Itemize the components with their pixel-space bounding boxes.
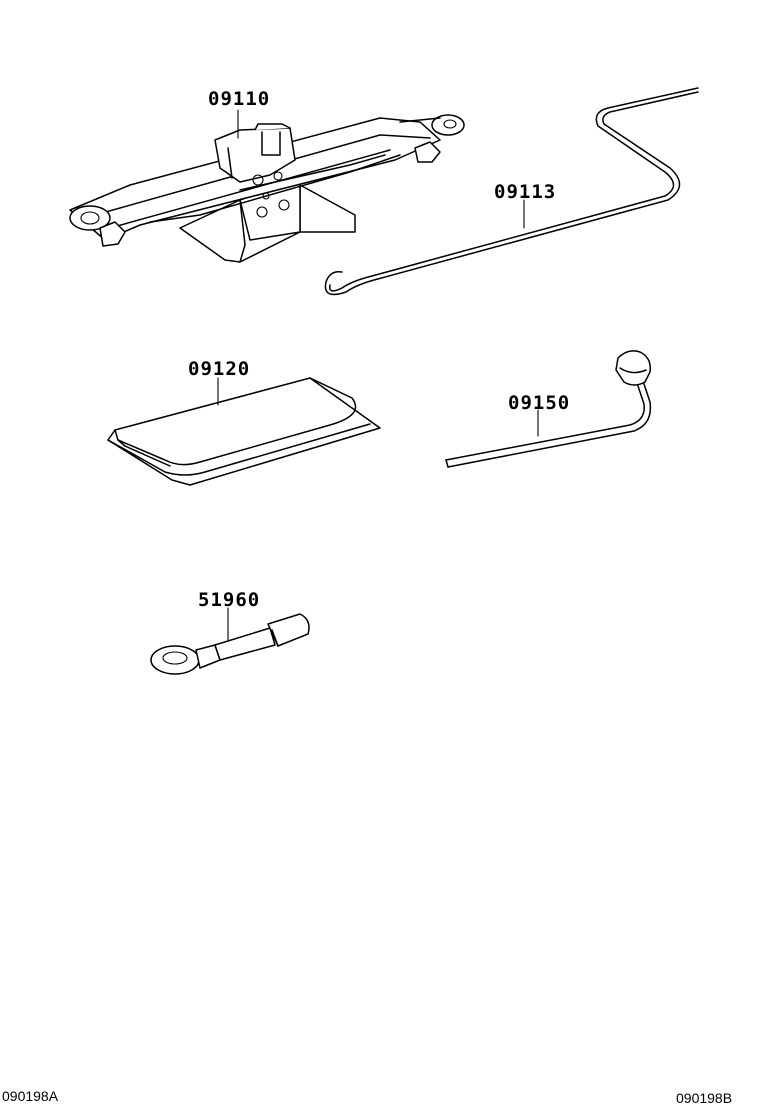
part-number-wheel-nut-wrench: 09150 [508, 392, 570, 414]
part-number-jack-handle: 09113 [494, 181, 556, 203]
tool-bag-illustration[interactable] [107, 377, 381, 486]
part-number-jack: 09110 [208, 88, 270, 110]
footer-right-code: 090198B [676, 1090, 733, 1106]
jack-illustration[interactable] [69, 114, 465, 263]
part-number-tool-bag: 09120 [188, 358, 250, 380]
towing-eyelet-illustration[interactable] [150, 613, 310, 675]
jack-handle-illustration[interactable] [324, 87, 699, 296]
footer-left-code: 090198A [2, 1088, 59, 1104]
wheel-nut-wrench-illustration[interactable] [445, 350, 652, 468]
part-number-towing-eyelet: 51960 [198, 589, 260, 611]
